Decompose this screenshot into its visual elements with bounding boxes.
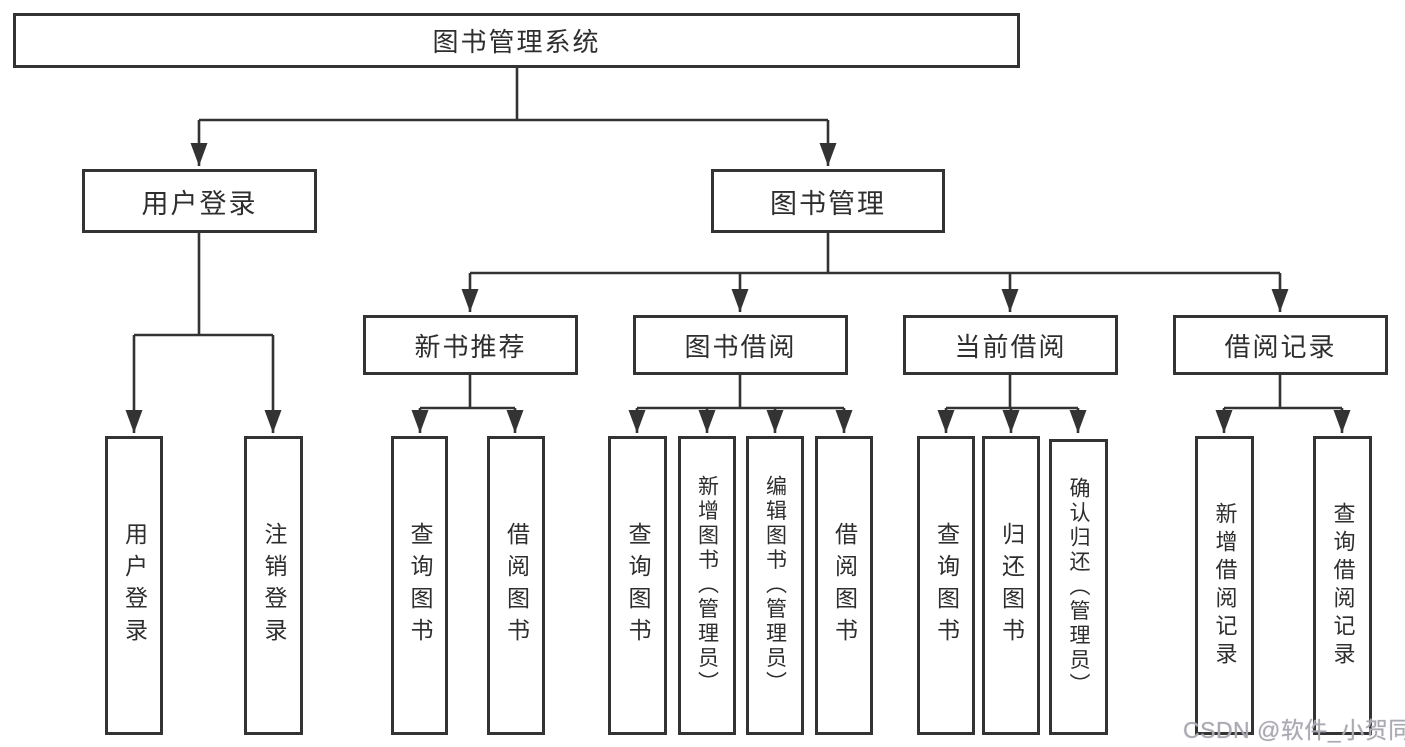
- leaf-logout-login-label: 注销登录: [261, 521, 287, 650]
- connector-new-book-recommend-children: [411, 375, 524, 433]
- connector-root-to-level2: [190, 68, 837, 166]
- node-borrowing-records-label: 借阅记录: [1224, 331, 1337, 362]
- leaf-query-books-borrow: 查询图书: [608, 436, 667, 735]
- connector-book-management-children: [461, 233, 1289, 312]
- connector-current-borrowing-children: [937, 375, 1087, 433]
- connector-borrowing-records-children: [1215, 375, 1351, 433]
- leaf-borrow-books-recommend-label: 借阅图书: [503, 521, 530, 650]
- node-book-borrowing-label: 图书借阅: [684, 331, 797, 362]
- leaf-return-books-label: 归还图书: [998, 521, 1025, 650]
- node-book-management: 图书管理: [711, 169, 945, 233]
- node-user-login: 用户登录: [82, 169, 317, 233]
- leaf-add-books-admin: 新增图书（管理员）: [678, 436, 736, 735]
- leaf-query-borrow-record: 查询借阅记录: [1313, 436, 1372, 735]
- node-current-borrowing-label: 当前借阅: [954, 331, 1067, 362]
- leaf-edit-books-admin-label: 编辑图书（管理员）: [763, 475, 787, 696]
- leaf-user-login: 用户登录: [105, 436, 163, 735]
- leaf-logout-login: 注销登录: [244, 436, 303, 735]
- leaf-edit-books-admin: 编辑图书（管理员）: [746, 436, 804, 735]
- node-root: 图书管理系统: [13, 13, 1020, 68]
- node-current-borrowing: 当前借阅: [903, 315, 1118, 375]
- node-borrowing-records: 借阅记录: [1173, 315, 1388, 375]
- leaf-add-books-admin-label: 新增图书（管理员）: [695, 475, 719, 696]
- leaf-borrow-books-recommend: 借阅图书: [487, 436, 545, 735]
- node-book-management-label: 图书管理: [770, 188, 886, 219]
- leaf-query-books-recommend-label: 查询图书: [407, 521, 433, 650]
- node-root-label: 图书管理系统: [432, 27, 601, 57]
- leaf-borrow-books-borrow: 借阅图书: [815, 436, 873, 735]
- leaf-query-books-recommend: 查询图书: [391, 436, 448, 735]
- node-new-book-recommend: 新书推荐: [363, 315, 578, 375]
- leaf-user-login-label: 用户登录: [121, 521, 148, 650]
- leaf-query-books-current: 查询图书: [917, 436, 975, 735]
- node-book-borrowing: 图书借阅: [633, 315, 848, 375]
- leaf-query-books-borrow-label: 查询图书: [625, 521, 651, 650]
- connector-book-borrowing-children: [628, 375, 853, 433]
- csdn-watermark: CSDN @软件_小贺同学: [1183, 717, 1405, 743]
- leaf-add-borrow-record: 新增借阅记录: [1195, 436, 1254, 735]
- leaf-borrow-books-borrow-label: 借阅图书: [831, 521, 858, 650]
- leaf-query-books-current-label: 查询图书: [933, 521, 960, 650]
- node-user-login-label: 用户登录: [141, 188, 258, 219]
- leaf-return-books: 归还图书: [982, 436, 1040, 735]
- leaf-add-borrow-record-label: 新增借阅记录: [1212, 501, 1238, 670]
- leaf-confirm-return-admin-label: 确认归还（管理员）: [1067, 476, 1090, 698]
- leaf-confirm-return-admin: 确认归还（管理员）: [1049, 439, 1108, 735]
- leaf-query-borrow-record-label: 查询借阅记录: [1330, 501, 1356, 670]
- connector-user-login-children: [125, 233, 282, 433]
- node-new-book-recommend-label: 新书推荐: [414, 331, 527, 362]
